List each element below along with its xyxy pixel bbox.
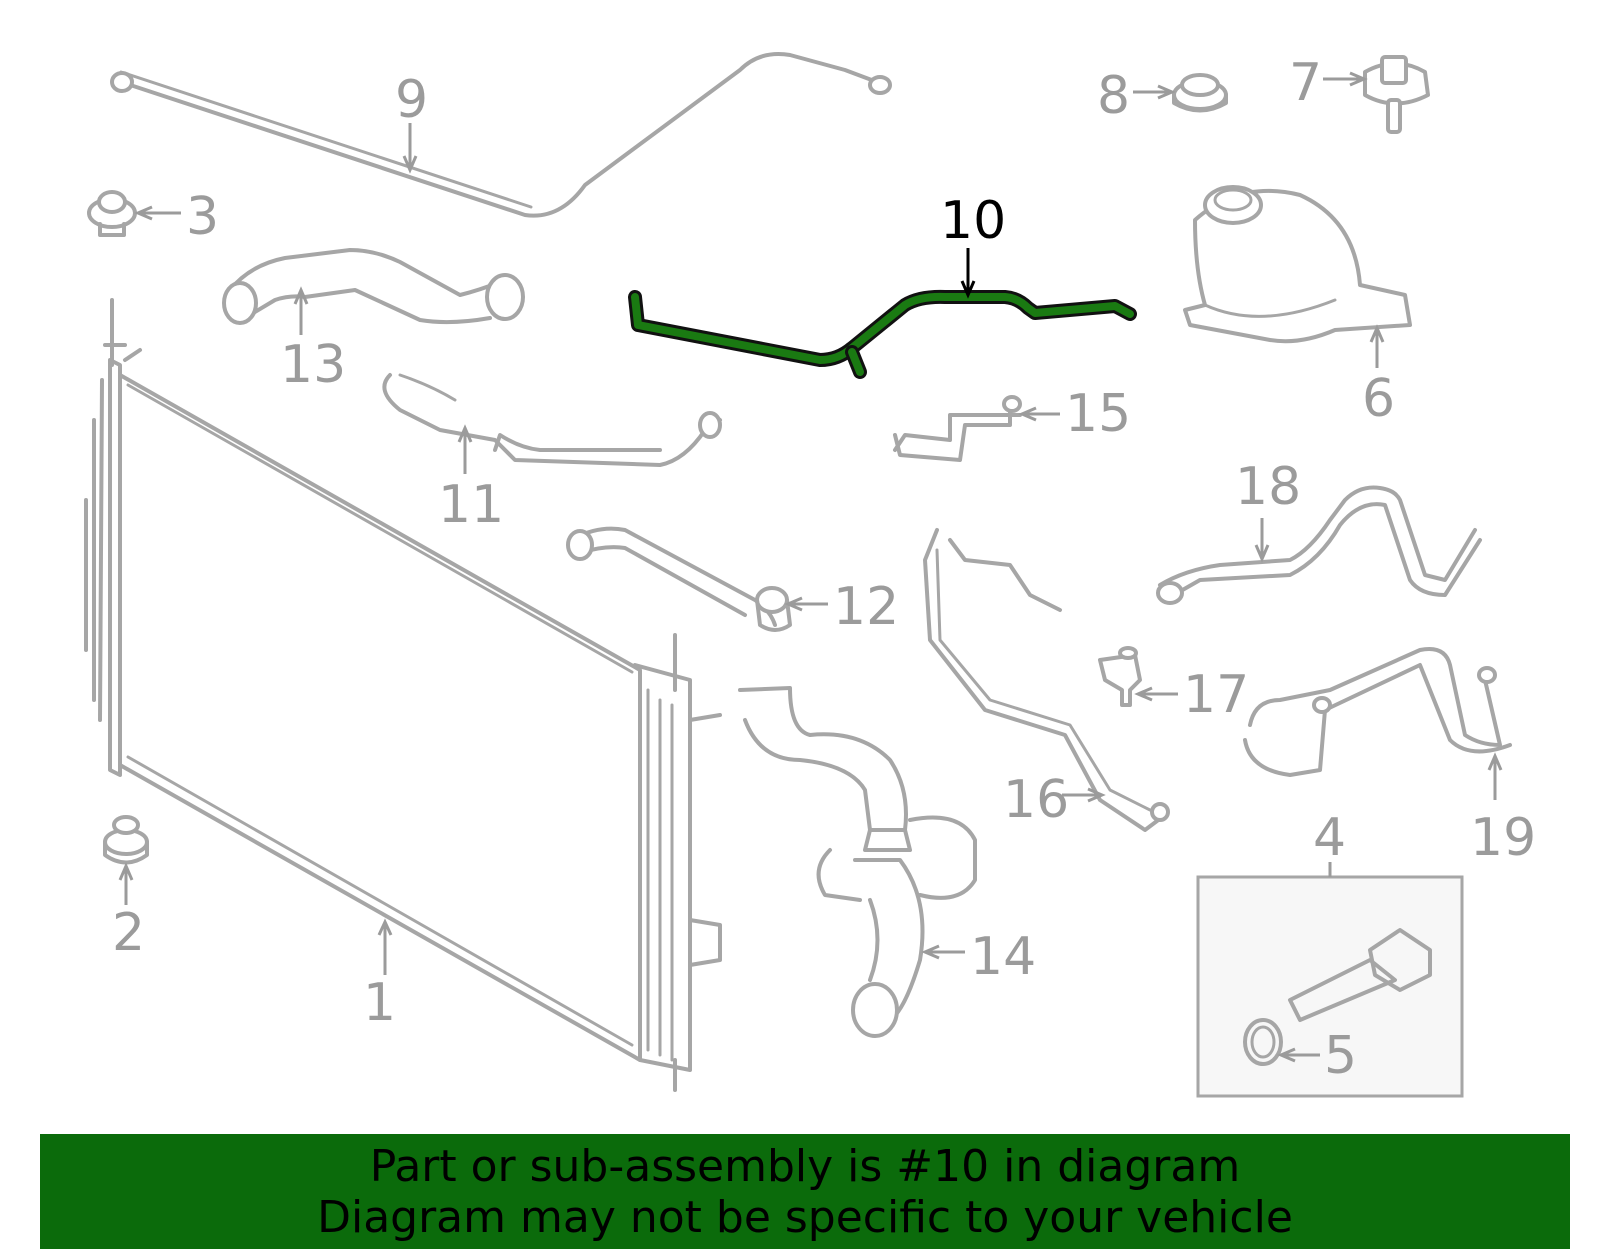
part-19-hose[interactable] — [1243, 647, 1512, 777]
part-10-hose-highlighted[interactable] — [628, 289, 1137, 379]
callout-1: 1 — [363, 973, 396, 1033]
info-banner: Part or sub-assembly is #10 in diagram D… — [40, 1134, 1570, 1249]
callout-4: 4 — [1313, 808, 1346, 868]
callout-5: 5 — [1324, 1026, 1357, 1086]
part-6-coolant-reservoir[interactable] — [1183, 185, 1412, 344]
part-16-hose[interactable] — [923, 528, 1170, 832]
leader-7-arrowhead — [1349, 71, 1368, 87]
callout-11: 11 — [438, 475, 504, 535]
leader-19-arrowhead — [1487, 752, 1503, 771]
callout-2: 2 — [112, 903, 145, 963]
leader-3-arrowhead — [134, 205, 153, 221]
leader-10-arrowhead — [960, 280, 976, 299]
leader-14-arrowhead — [921, 944, 940, 960]
leader-2-arrowhead — [118, 862, 134, 881]
callout-15: 15 — [1065, 384, 1131, 444]
callout-14: 14 — [970, 927, 1036, 987]
callout-13: 13 — [280, 335, 346, 395]
inset-4-box — [1196, 875, 1464, 1098]
part-13-hose[interactable] — [222, 248, 525, 325]
callout-17: 17 — [1183, 665, 1249, 725]
leader-11-arrowhead — [457, 424, 473, 443]
part-5-o-ring[interactable] — [1243, 1018, 1283, 1066]
leader-5-arrowhead — [1277, 1047, 1296, 1063]
part-2-isolator[interactable] — [103, 815, 149, 865]
callout-6: 6 — [1362, 369, 1395, 429]
part-9-tube[interactable] — [110, 52, 892, 218]
callout-8: 8 — [1097, 66, 1130, 126]
banner-line-2: Diagram may not be specific to your vehi… — [317, 1191, 1293, 1243]
callout-10: 10 — [940, 191, 1006, 251]
callout-18: 18 — [1235, 457, 1301, 517]
callout-7: 7 — [1289, 53, 1322, 113]
part-12-hose[interactable] — [566, 526, 792, 632]
callout-19: 19 — [1470, 808, 1536, 868]
leader-18-arrowhead — [1254, 544, 1270, 563]
leader-8-arrowhead — [1157, 84, 1176, 100]
part-4-drain-plug[interactable] — [1288, 928, 1432, 1022]
callout-9: 9 — [395, 70, 428, 130]
leader-6-arrowhead — [1369, 324, 1385, 343]
leader-1-arrowhead — [377, 918, 393, 936]
leader-13-arrowhead — [293, 286, 309, 305]
callout-16: 16 — [1003, 770, 1069, 830]
part-17-connector[interactable] — [1098, 646, 1142, 707]
leader-9-arrowhead — [402, 155, 418, 174]
leader-15-arrowhead — [1018, 406, 1037, 422]
part-18-hose[interactable] — [1156, 485, 1482, 605]
part-15-hose[interactable] — [893, 395, 1022, 462]
callout-12: 12 — [833, 577, 899, 637]
part-3-isolator[interactable] — [87, 190, 137, 237]
part-14-lower-hose[interactable] — [738, 686, 977, 1038]
leader-12-arrowhead — [784, 596, 803, 612]
banner-line-1: Part or sub-assembly is #10 in diagram — [369, 1140, 1241, 1192]
leader-17-arrowhead — [1134, 686, 1153, 702]
part-1-radiator[interactable] — [84, 298, 722, 1092]
part-7-bolt[interactable] — [1363, 55, 1430, 134]
leader-16-arrowhead — [1087, 787, 1106, 803]
callout-3: 3 — [186, 187, 219, 247]
part-8-reservoir-cap[interactable] — [1172, 73, 1228, 113]
part-11-hose[interactable] — [382, 373, 722, 467]
